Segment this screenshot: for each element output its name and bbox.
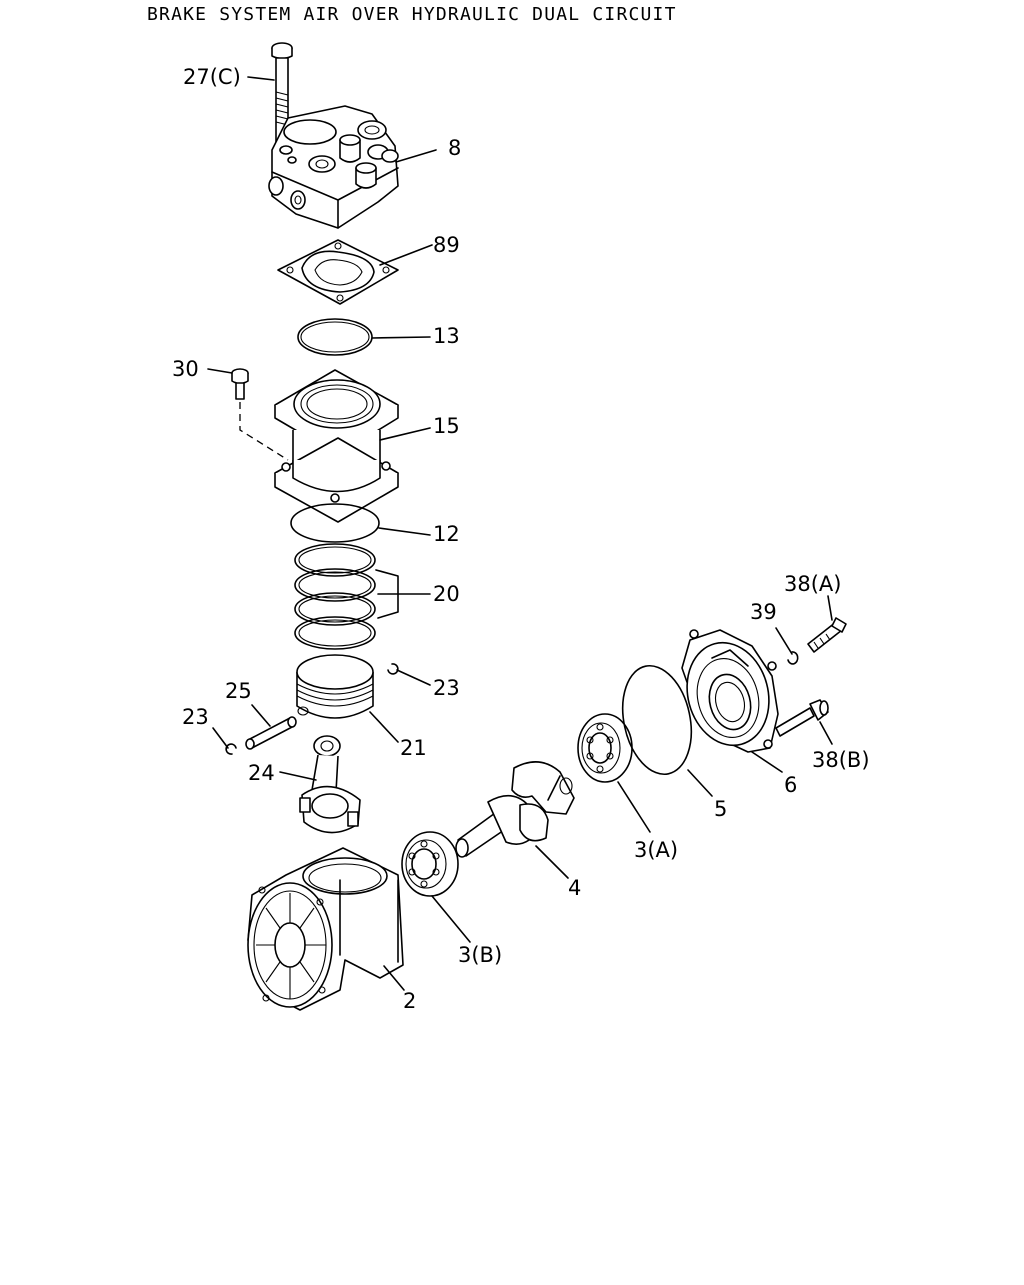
callout-23-left: 23	[182, 705, 209, 729]
callout-13: 13	[433, 324, 460, 348]
callout-25: 25	[225, 679, 252, 703]
part-2-crankcase	[247, 847, 404, 1011]
callout-23-right: 23	[433, 676, 460, 700]
part-20-piston-rings	[294, 543, 376, 650]
part-30-bolt	[231, 368, 289, 461]
callout-38b: 38(B)	[812, 748, 870, 772]
callout-20: 20	[433, 582, 460, 606]
callout-21: 21	[400, 736, 427, 760]
callout-3a: 3(A)	[634, 838, 678, 862]
callout-4: 4	[568, 876, 581, 900]
callout-12: 12	[433, 522, 460, 546]
part-13-o-ring	[297, 318, 373, 356]
part-15-cylinder	[274, 369, 399, 523]
part-38b-bolt	[775, 699, 829, 737]
diagram-title: BRAKE SYSTEM AIR OVER HYDRAULIC DUAL CIR…	[147, 4, 677, 25]
callout-24: 24	[248, 761, 275, 785]
part-3a-bearing	[577, 713, 633, 783]
part-5-o-ring	[621, 664, 693, 776]
part-3b-bearing	[401, 831, 459, 897]
callout-labels: 27(C) 8 89 13 30 15 12 20 23 25 23 21 24…	[172, 65, 870, 1013]
part-21-piston	[296, 654, 374, 719]
part-25-piston-pin	[245, 716, 297, 750]
callout-2: 2	[403, 989, 416, 1013]
leader-lines	[207, 76, 833, 991]
callout-39: 39	[750, 600, 777, 624]
part-6-end-cover	[681, 629, 779, 753]
part-23-snap-ring-right	[387, 663, 399, 675]
part-12-gasket-ring	[290, 503, 380, 543]
part-89-gasket	[277, 239, 399, 305]
callout-15: 15	[433, 414, 460, 438]
callout-8: 8	[448, 136, 461, 160]
callout-6: 6	[784, 773, 797, 797]
callout-27c: 27(C)	[183, 65, 241, 89]
callout-30: 30	[172, 357, 199, 381]
callout-38a: 38(A)	[784, 572, 841, 596]
callout-89: 89	[433, 233, 460, 257]
part-23-snap-ring-left	[225, 743, 237, 755]
part-39-washer	[787, 651, 799, 665]
part-38a-stud	[807, 617, 847, 653]
callout-3b: 3(B)	[458, 943, 502, 967]
part-8-cylinder-head	[268, 105, 399, 229]
part-24-connecting-rod	[299, 735, 361, 834]
callout-5: 5	[714, 797, 727, 821]
part-4-crankshaft	[455, 761, 575, 858]
